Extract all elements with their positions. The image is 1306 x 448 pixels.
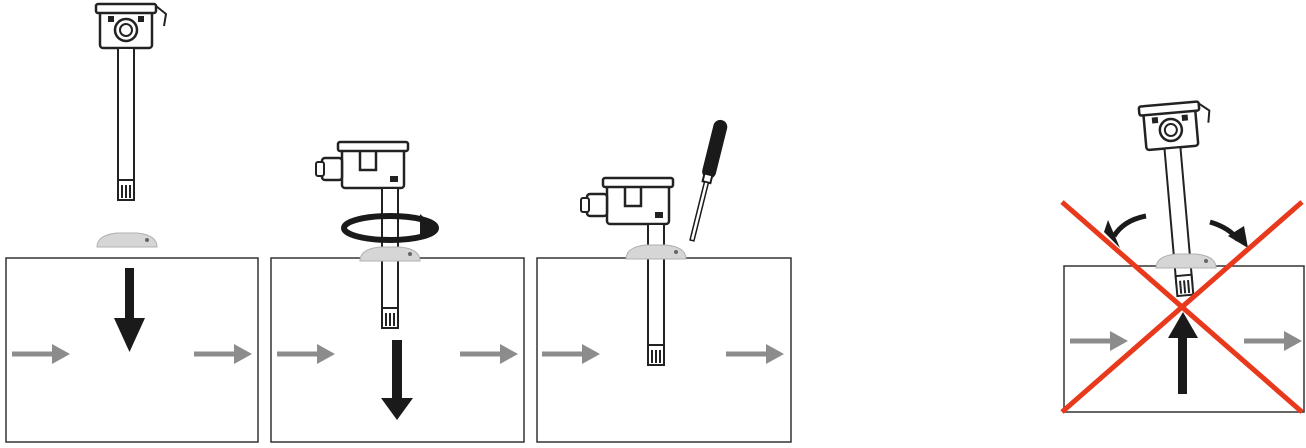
mounting-flange-icon <box>96 232 158 248</box>
tilted-sensor-icon <box>1137 99 1214 298</box>
push-down-arrow-icon <box>381 340 413 420</box>
screwdriver-icon <box>689 119 728 242</box>
tilt-arrow-icon <box>1209 219 1248 248</box>
up-arrow-icon <box>1168 312 1198 394</box>
cross-out-icon <box>1060 200 1304 414</box>
rotation-arrow-icon <box>341 213 439 243</box>
step-insert <box>5 2 259 443</box>
sensor-icon <box>94 2 168 201</box>
mounting-flange-icon <box>1155 253 1217 269</box>
mounting-flange-icon <box>625 244 687 260</box>
mounting-flange-icon <box>359 246 421 262</box>
insert-arrow-icon <box>114 268 145 352</box>
step-wrong-orientation <box>1060 99 1305 414</box>
step-fasten <box>536 119 792 443</box>
tilt-arrow-icon <box>1104 213 1147 248</box>
step-rotate <box>270 140 525 443</box>
